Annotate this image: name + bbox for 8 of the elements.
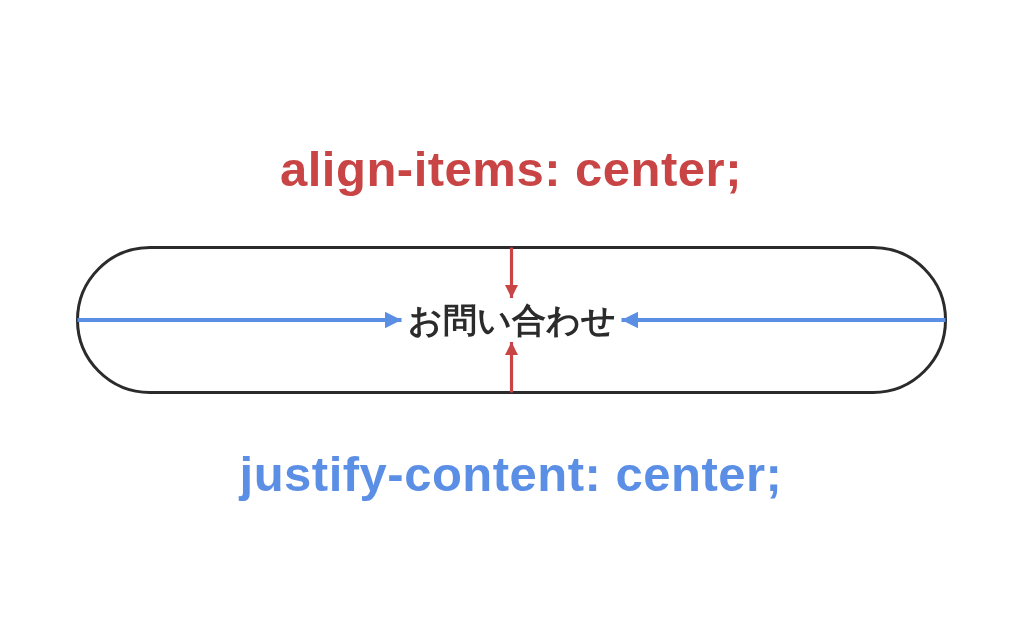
arrow: [504, 247, 519, 298]
arrow: [504, 342, 519, 393]
pill-button-outline: [76, 246, 947, 394]
css-property-label: justify-content: center;: [239, 450, 783, 499]
arrow: [77, 311, 402, 329]
arrow: [621, 311, 946, 329]
centered-text: お問い合わせ: [407, 303, 616, 337]
css-property-label: align-items: center;: [280, 145, 742, 194]
